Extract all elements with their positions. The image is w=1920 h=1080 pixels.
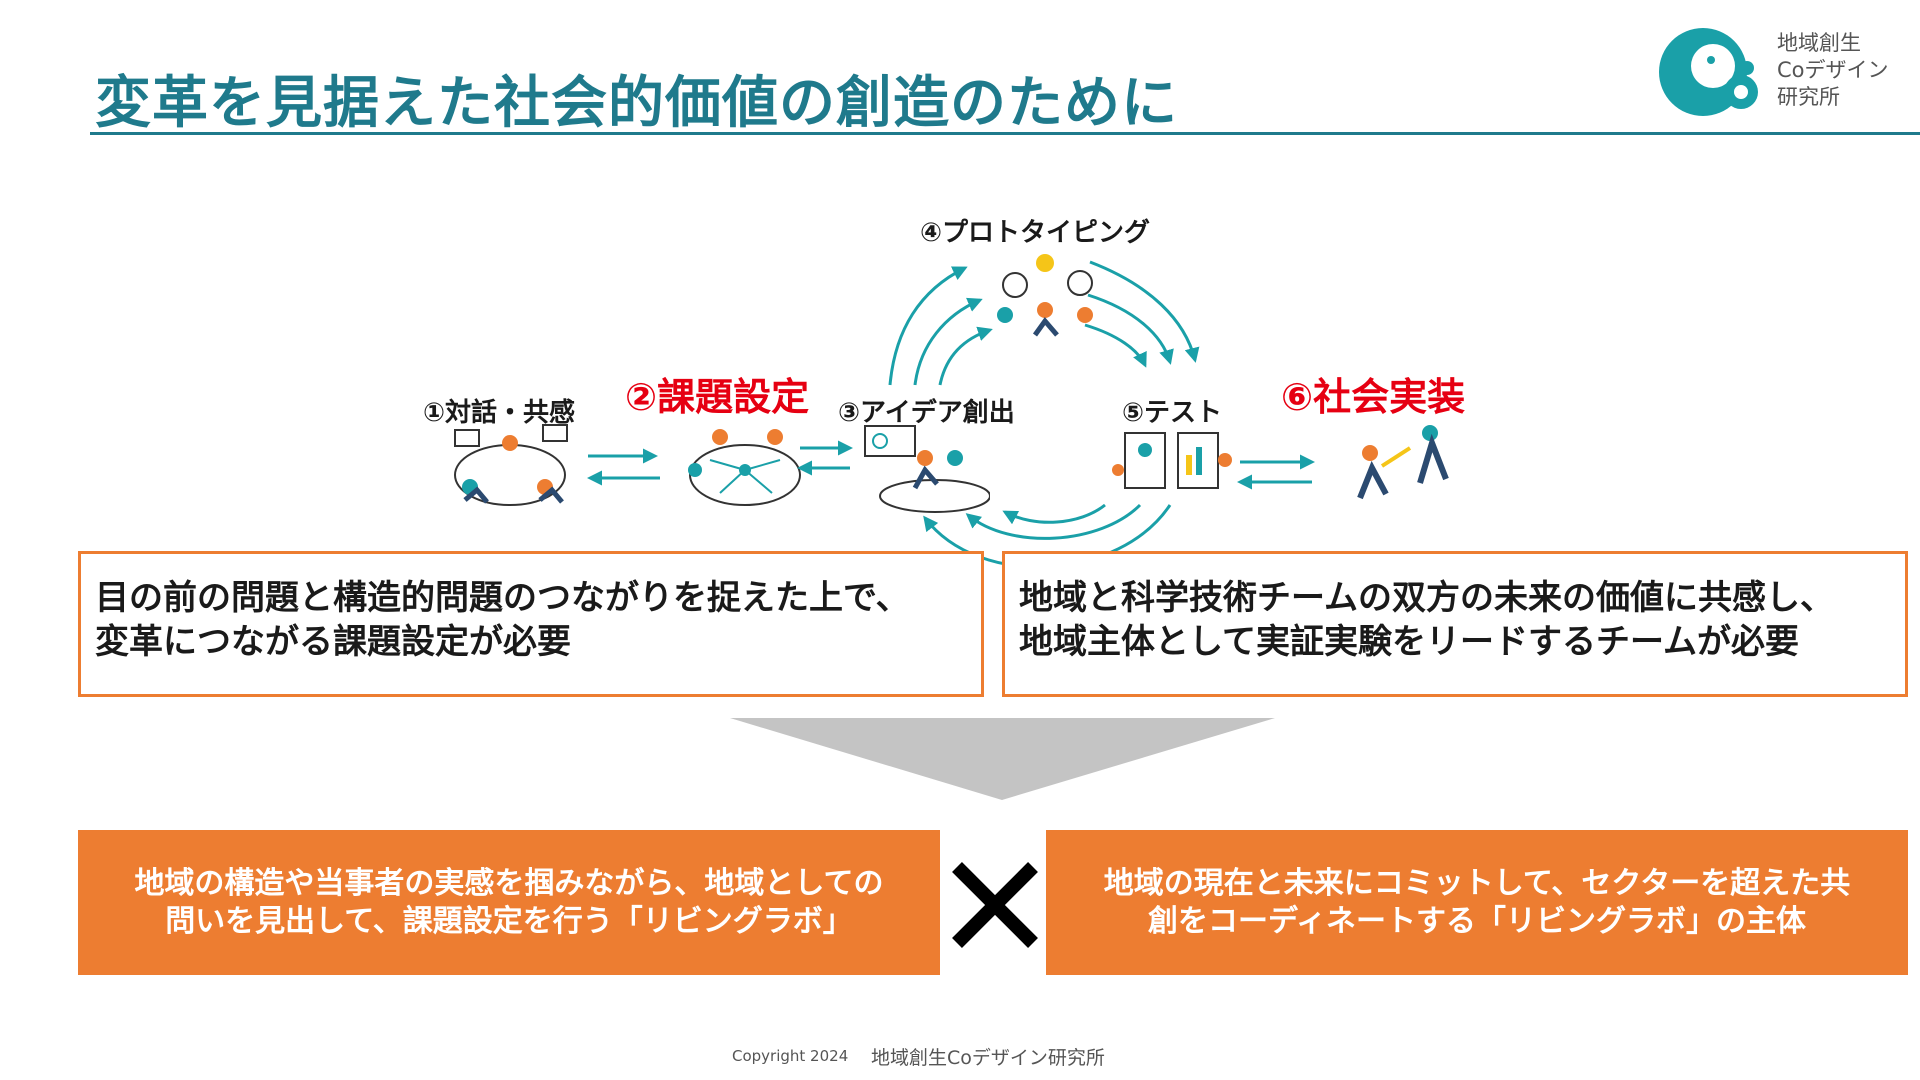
implementation-illustration bbox=[1357, 425, 1449, 500]
footer-organization: 地域創生Coデザイン研究所 bbox=[871, 1047, 1105, 1069]
footer-copyright: Copyright 2024 bbox=[732, 1047, 849, 1065]
issue-text-box-right: 地域と科学技術チームの双方の未来の価値に共感し、 地域主体として実証実験をリード… bbox=[1002, 551, 1908, 697]
box-line: 問いを見出して、課題設定を行う「リビングラボ」 bbox=[165, 903, 853, 939]
box-line: 創をコーディネートする「リビングラボ」の主体 bbox=[1148, 903, 1806, 939]
test-illustration bbox=[1112, 432, 1232, 489]
box-line: 地域の現在と未来にコミットして、セクターを超えた共 bbox=[1103, 865, 1851, 901]
page-title: 変革を見据えた社会的価値の創造のために bbox=[95, 71, 1178, 136]
ideation-illustration bbox=[864, 425, 990, 513]
cross-icon bbox=[952, 862, 1038, 948]
funnel-arrow bbox=[730, 718, 1275, 800]
box-line: 地域の構造や当事者の実感を掴みながら、地域としての bbox=[134, 865, 884, 901]
step-label-issue-setting: ②課題設定 bbox=[625, 375, 810, 419]
logo-icon bbox=[1659, 28, 1758, 116]
title-underline bbox=[90, 132, 1920, 135]
step-label-dialogue: ①対話・共感 bbox=[423, 398, 576, 428]
step-label-implementation: ⑥社会実装 bbox=[1281, 375, 1466, 419]
living-lab-box-left: 地域の構造や当事者の実感を掴みながら、地域としての 問いを見出して、課題設定を行… bbox=[78, 830, 940, 975]
dialogue-illustration bbox=[454, 424, 568, 506]
step-label-test: ⑤テスト bbox=[1122, 398, 1223, 428]
box-line: 目の前の問題と構造的問題のつながりを捉えた上で、 bbox=[95, 578, 910, 618]
logo-text: 地域創生 Coデザイン 研究所 bbox=[1777, 30, 1889, 111]
logo-line: 研究所 bbox=[1777, 85, 1840, 109]
prototyping-illustration bbox=[997, 254, 1093, 337]
living-lab-box-right: 地域の現在と未来にコミットして、セクターを超えた共 創をコーディネートする「リビ… bbox=[1046, 830, 1908, 975]
logo-line: 地域創生 bbox=[1777, 31, 1861, 55]
issue-setting-illustration bbox=[688, 429, 801, 506]
step-label-ideation: ③アイデア創出 bbox=[838, 398, 1015, 428]
step-label-prototyping: ④プロトタイピング bbox=[920, 218, 1151, 248]
box-line: 地域主体として実証実験をリードするチームが必要 bbox=[1019, 622, 1799, 662]
logo-line: Coデザイン bbox=[1777, 58, 1889, 82]
box-line: 地域と科学技術チームの双方の未来の価値に共感し、 bbox=[1019, 578, 1834, 618]
issue-text-box-left: 目の前の問題と構造的問題のつながりを捉えた上で、 変革につながる課題設定が必要 bbox=[78, 551, 984, 697]
box-line: 変革につながる課題設定が必要 bbox=[95, 622, 571, 662]
